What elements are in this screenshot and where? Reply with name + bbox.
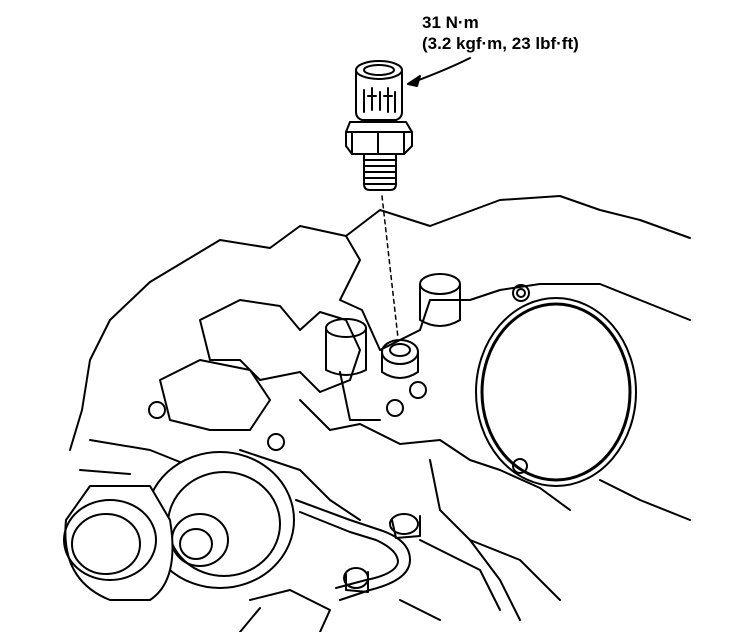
torque-value-label: 31 N·m — [422, 13, 479, 32]
leader-arrow — [408, 58, 470, 86]
bracket-lug — [250, 590, 330, 632]
bracket-lug-2 — [240, 608, 260, 632]
idler-pulley — [146, 452, 294, 588]
engine-block — [70, 196, 690, 620]
torque-conversion-label: (3.2 kgf·m, 23 lbf·ft) — [422, 34, 579, 53]
install-guide-line — [382, 196, 398, 338]
tensioner-pulley — [64, 486, 173, 600]
oil-pipe — [296, 500, 420, 600]
pressure-switch — [346, 61, 412, 190]
